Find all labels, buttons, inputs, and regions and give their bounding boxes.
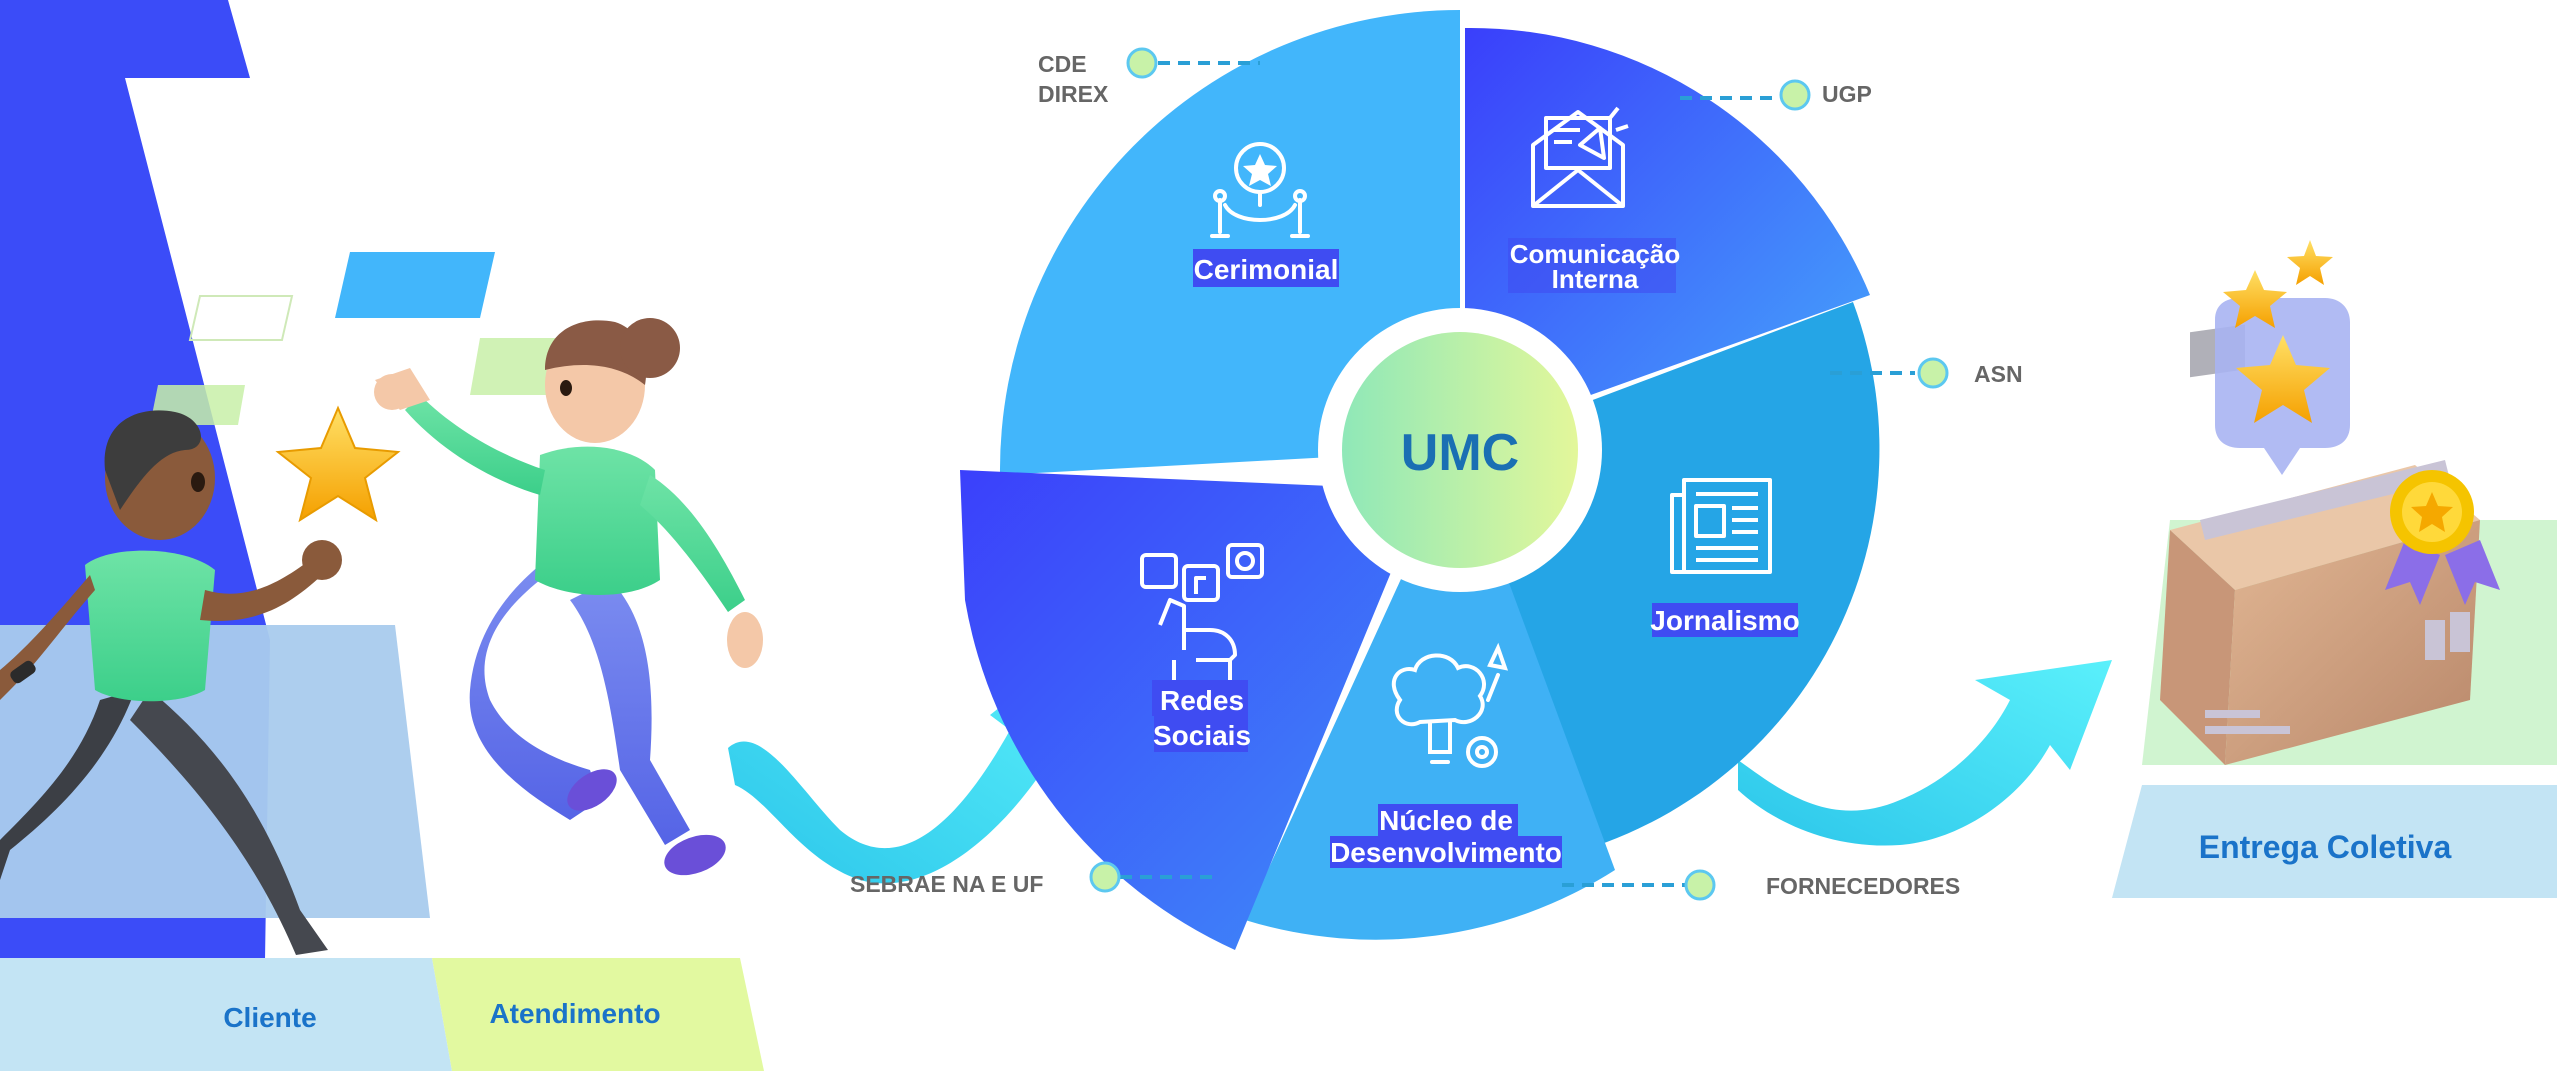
rating-badge-icon <box>2215 240 2350 475</box>
label-ugp: UGP <box>1822 81 1872 107</box>
right-arrow-icon <box>1738 660 2112 846</box>
left-arrow-icon <box>728 640 1090 884</box>
award-medal-icon <box>2385 470 2500 605</box>
left-background <box>0 0 560 960</box>
label-nucleo[interactable]: Núcleo de <box>1379 805 1513 836</box>
label-sociais[interactable]: Sociais <box>1153 720 1251 751</box>
segment-nucleo-desenvolvimento[interactable] <box>1245 450 1615 940</box>
atendimento-label: Atendimento <box>489 998 660 1029</box>
stakeholder-labels: CDE DIREX UGP ASN FORNECEDORES SEBRAE NA… <box>850 51 2023 899</box>
center-label: UMC <box>1401 424 1519 482</box>
segment-labels: Cerimonial Comunicação Interna Jornalism… <box>1152 238 1800 868</box>
label-jornalismo[interactable]: Jornalismo <box>1650 605 1799 636</box>
segment-cerimonial[interactable] <box>999 9 1460 475</box>
dot-ugp <box>1779 79 1811 111</box>
newspaper-icon <box>1670 478 1772 574</box>
label-desenvolvimento[interactable]: Desenvolvimento <box>1330 837 1562 868</box>
woman-jumping-illustration <box>374 318 763 876</box>
dot-fornecedores <box>1684 869 1716 901</box>
label-direx: DIREX <box>1038 81 1109 107</box>
man-running-illustration <box>0 410 342 955</box>
cliente-label: Cliente <box>223 1002 316 1033</box>
stakeholder-connectors <box>1120 61 1915 887</box>
label-interna[interactable]: Interna <box>1552 264 1639 294</box>
footer-panels: Cliente Atendimento <box>0 958 764 1071</box>
stakeholder-dots <box>1089 47 1949 901</box>
label-fornecedores: FORNECEDORES <box>1766 873 1960 899</box>
label-redes[interactable]: Redes <box>1160 685 1244 716</box>
ceremony-stanchion-icon <box>1210 142 1310 238</box>
entrega-coletiva-label: Entrega Coletiva <box>2199 829 2452 865</box>
social-media-hand-icon <box>1140 543 1264 690</box>
star-icon <box>275 405 401 523</box>
label-cerimonial[interactable]: Cerimonial <box>1194 254 1339 285</box>
dot-asn <box>1917 357 1949 389</box>
newsletter-envelope-icon <box>1531 106 1629 208</box>
label-sebrae: SEBRAE NA E UF <box>850 871 1043 897</box>
dot-sebrae <box>1089 861 1121 893</box>
label-asn: ASN <box>1974 361 2023 387</box>
dot-cde-direx <box>1126 47 1158 79</box>
label-comunicacao[interactable]: Comunicação <box>1510 239 1681 269</box>
brain-lightbulb-gear-icon <box>1391 642 1509 768</box>
label-cde: CDE <box>1038 51 1087 77</box>
